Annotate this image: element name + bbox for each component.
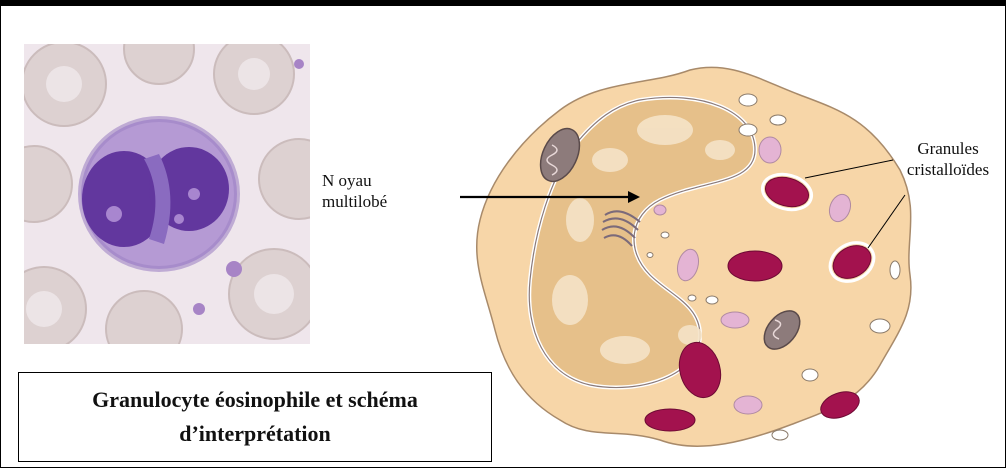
caption-line-1: Granulocyte éosinophile et schéma xyxy=(92,387,418,412)
caption-line-2: d’interprétation xyxy=(179,421,331,446)
caption-text: Granulocyte éosinophile et schéma d’inter… xyxy=(92,383,418,451)
cell-schematic xyxy=(440,60,1006,468)
micrograph-image xyxy=(24,44,310,344)
nucleus-label-line-1: N oyau xyxy=(322,171,372,190)
nucleus-label-line-2: multilobé xyxy=(322,192,387,211)
top-border xyxy=(0,0,1006,6)
nucleus-label: N oyau multilobé xyxy=(322,170,432,212)
caption-box: Granulocyte éosinophile et schéma d’inter… xyxy=(18,372,492,462)
